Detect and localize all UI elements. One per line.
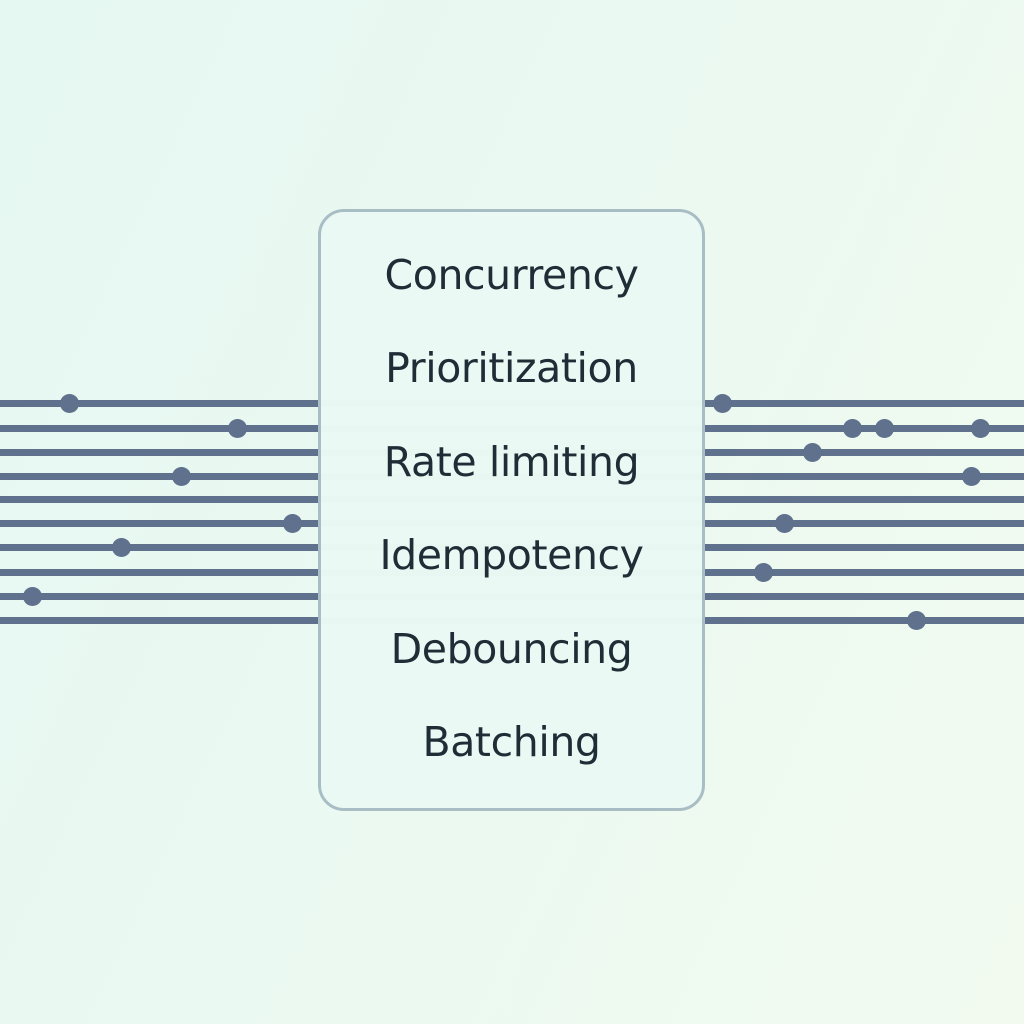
track-node-9-left-1 — [22, 586, 42, 606]
concept-item-2: Rate limiting — [383, 437, 640, 486]
track-node-1-left-1 — [59, 393, 79, 413]
track-node-2-left-1 — [227, 418, 247, 438]
concept-item-3: Idempotency — [379, 531, 644, 580]
track-line-left-9 — [0, 592, 318, 600]
track-line-right-1 — [705, 399, 1024, 407]
track-line-right-4 — [705, 472, 1024, 480]
concept-item-1: Prioritization — [385, 344, 638, 393]
track-line-left-6 — [0, 519, 318, 527]
concept-item-5: Batching — [422, 717, 601, 766]
track-line-left-5 — [0, 495, 318, 503]
track-node-6-right-1 — [774, 513, 794, 533]
track-node-4-right-1 — [961, 466, 981, 486]
concepts-card[interactable]: Concurrency Prioritization Rate limiting… — [318, 209, 705, 811]
track-node-8-right-1 — [753, 562, 773, 582]
track-line-right-5 — [705, 495, 1024, 503]
track-line-left-7 — [0, 543, 318, 551]
track-node-2-right-3 — [970, 418, 990, 438]
track-line-right-10 — [705, 616, 1024, 624]
concept-item-4: Debouncing — [390, 624, 633, 673]
track-line-right-7 — [705, 543, 1024, 551]
track-node-7-left-1 — [111, 537, 131, 557]
track-line-right-9 — [705, 592, 1024, 600]
track-line-left-4 — [0, 472, 318, 480]
track-node-1-right-1 — [712, 393, 732, 413]
track-node-10-right-1 — [906, 610, 926, 630]
track-line-left-1 — [0, 399, 318, 407]
track-node-2-right-2 — [874, 418, 894, 438]
track-line-left-10 — [0, 616, 318, 624]
track-node-6-left-1 — [282, 513, 302, 533]
track-node-2-right-1 — [842, 418, 862, 438]
concept-item-0: Concurrency — [384, 251, 639, 299]
track-line-left-3 — [0, 448, 318, 456]
track-node-3-right-1 — [802, 442, 822, 462]
track-line-left-2 — [0, 424, 318, 432]
track-line-right-6 — [705, 519, 1024, 527]
track-line-right-3 — [705, 448, 1024, 456]
track-line-left-8 — [0, 568, 318, 576]
track-node-4-left-1 — [171, 466, 191, 486]
track-line-right-8 — [705, 568, 1024, 576]
track-line-right-2 — [705, 424, 1024, 432]
